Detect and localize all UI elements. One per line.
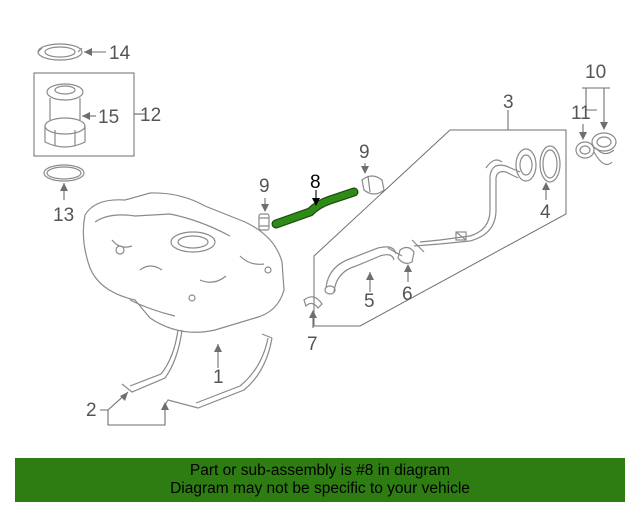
clamp-9-left[interactable]: [258, 213, 270, 231]
callout-14: 14: [109, 43, 131, 64]
callout-9-right: 9: [359, 142, 370, 163]
callout-13: 13: [53, 205, 74, 226]
callout-12: 12: [140, 105, 161, 126]
lock-ring-14[interactable]: [37, 43, 83, 61]
callout-5: 5: [364, 291, 375, 312]
clip-7[interactable]: [303, 296, 323, 309]
filler-hose-5[interactable]: [324, 246, 397, 295]
callout-1: 1: [213, 367, 224, 388]
callout-15: 15: [98, 107, 119, 128]
filler-seal-4[interactable]: [539, 145, 561, 183]
gasket-13[interactable]: [43, 164, 85, 182]
clamp-9-right[interactable]: [361, 175, 385, 195]
cap-tether-11[interactable]: [575, 141, 613, 165]
fuel-tank-1[interactable]: [82, 192, 285, 333]
callout-4: 4: [540, 202, 551, 223]
fuel-cap-10[interactable]: [591, 132, 617, 155]
callout-10: 10: [585, 62, 606, 83]
callout-11: 11: [571, 103, 591, 124]
hose-clamp-6[interactable]: [387, 246, 415, 264]
banner-line-1: Part or sub-assembly is #8 in diagram: [189, 462, 451, 479]
callout-6: 6: [402, 284, 413, 305]
filler-pipe[interactable]: [411, 148, 537, 253]
callout-3: 3: [503, 92, 514, 113]
tank-strap-2[interactable]: [121, 329, 273, 411]
filler-pipe-panel-3: [313, 129, 567, 327]
callout-7: 7: [307, 334, 318, 355]
part-info-banner: Part or sub-assembly is #8 in diagram Di…: [15, 458, 625, 502]
fuel-pump-15[interactable]: [44, 83, 86, 148]
callout-9-left: 9: [259, 176, 270, 197]
callout-2: 2: [86, 400, 97, 421]
callout-8: 8: [310, 172, 321, 193]
vent-hose-8[interactable]: [271, 187, 359, 229]
banner-line-2: Diagram may not be specific to your vehi…: [170, 480, 470, 497]
